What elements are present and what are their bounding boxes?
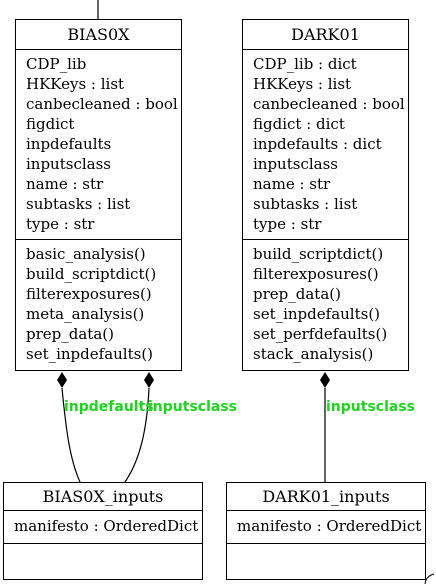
attributes-section: CDP_lib HKKeys : list canbecleaned : boo… — [16, 50, 181, 240]
attribute: type : str — [253, 215, 322, 233]
edge-label-inpdefaults: inpdefaults — [64, 399, 154, 415]
attribute: manifesto : OrderedDict — [14, 517, 199, 535]
class-name: DARK01 — [243, 20, 408, 50]
method: build_scriptdict() — [26, 265, 157, 283]
method: stack_analysis() — [253, 345, 374, 363]
attribute: canbecleaned : bool — [26, 95, 178, 113]
attribute: subtasks : list — [253, 195, 358, 213]
attribute: name : str — [26, 175, 104, 193]
class-name: BIAS0X — [16, 20, 181, 50]
class-box-bias0x[interactable]: BIAS0X CDP_lib HKKeys : list canbecleane… — [15, 19, 182, 371]
attribute: inputsclass — [26, 155, 111, 173]
attributes-section: CDP_lib : dict HKKeys : list canbecleane… — [243, 50, 408, 240]
class-box-dark01-inputs[interactable]: DARK01_inputs manifesto : OrderedDict — [226, 482, 426, 580]
method: build_scriptdict() — [253, 245, 384, 263]
method: filterexposures() — [253, 265, 379, 283]
attribute: name : str — [253, 175, 331, 193]
composition-diamond-icon — [144, 372, 154, 388]
method: set_inpdefaults() — [26, 345, 154, 363]
edge-label-inputsclass: inputsclass — [148, 399, 237, 415]
attribute: subtasks : list — [26, 195, 131, 213]
attribute: type : str — [26, 215, 95, 233]
method: prep_data() — [253, 285, 341, 303]
methods-section — [4, 544, 202, 578]
composition-diamond-icon — [320, 372, 330, 388]
method: prep_data() — [26, 325, 114, 343]
class-box-bias0x-inputs[interactable]: BIAS0X_inputs manifesto : OrderedDict — [3, 482, 203, 580]
methods-section: basic_analysis() build_scriptdict() filt… — [16, 240, 181, 364]
attribute: HKKeys : list — [26, 75, 125, 93]
class-name: BIAS0X_inputs — [4, 483, 202, 511]
class-box-dark01[interactable]: DARK01 CDP_lib : dict HKKeys : list canb… — [242, 19, 409, 371]
methods-section — [227, 544, 425, 578]
edge-label-inputsclass: inputsclass — [326, 399, 415, 415]
attribute: figdict : dict — [253, 115, 345, 133]
method: basic_analysis() — [26, 245, 146, 263]
attribute: manifesto : OrderedDict — [237, 517, 422, 535]
corner-mark-icon — [424, 573, 435, 585]
attribute: CDP_lib : dict — [253, 55, 357, 73]
attribute: HKKeys : list — [253, 75, 352, 93]
method: set_perfdefaults() — [253, 325, 388, 343]
attribute: CDP_lib — [26, 55, 87, 73]
method: set_inpdefaults() — [253, 305, 381, 323]
attributes-section: manifesto : OrderedDict — [227, 511, 425, 544]
class-name: DARK01_inputs — [227, 483, 425, 511]
attributes-section: manifesto : OrderedDict — [4, 511, 202, 544]
methods-section: build_scriptdict() filterexposures() pre… — [243, 240, 408, 364]
method: meta_analysis() — [26, 305, 145, 323]
edge-bias0x-inputsclass — [124, 387, 150, 483]
attribute: inpdefaults : dict — [253, 135, 382, 153]
method: filterexposures() — [26, 285, 152, 303]
composition-diamond-icon — [57, 372, 67, 388]
attribute: inputsclass — [253, 155, 338, 173]
edge-bias0x-inpdefaults — [61, 387, 81, 483]
attribute: canbecleaned : bool — [253, 95, 405, 113]
attribute: inpdefaults — [26, 135, 112, 153]
attribute: figdict — [26, 115, 75, 133]
